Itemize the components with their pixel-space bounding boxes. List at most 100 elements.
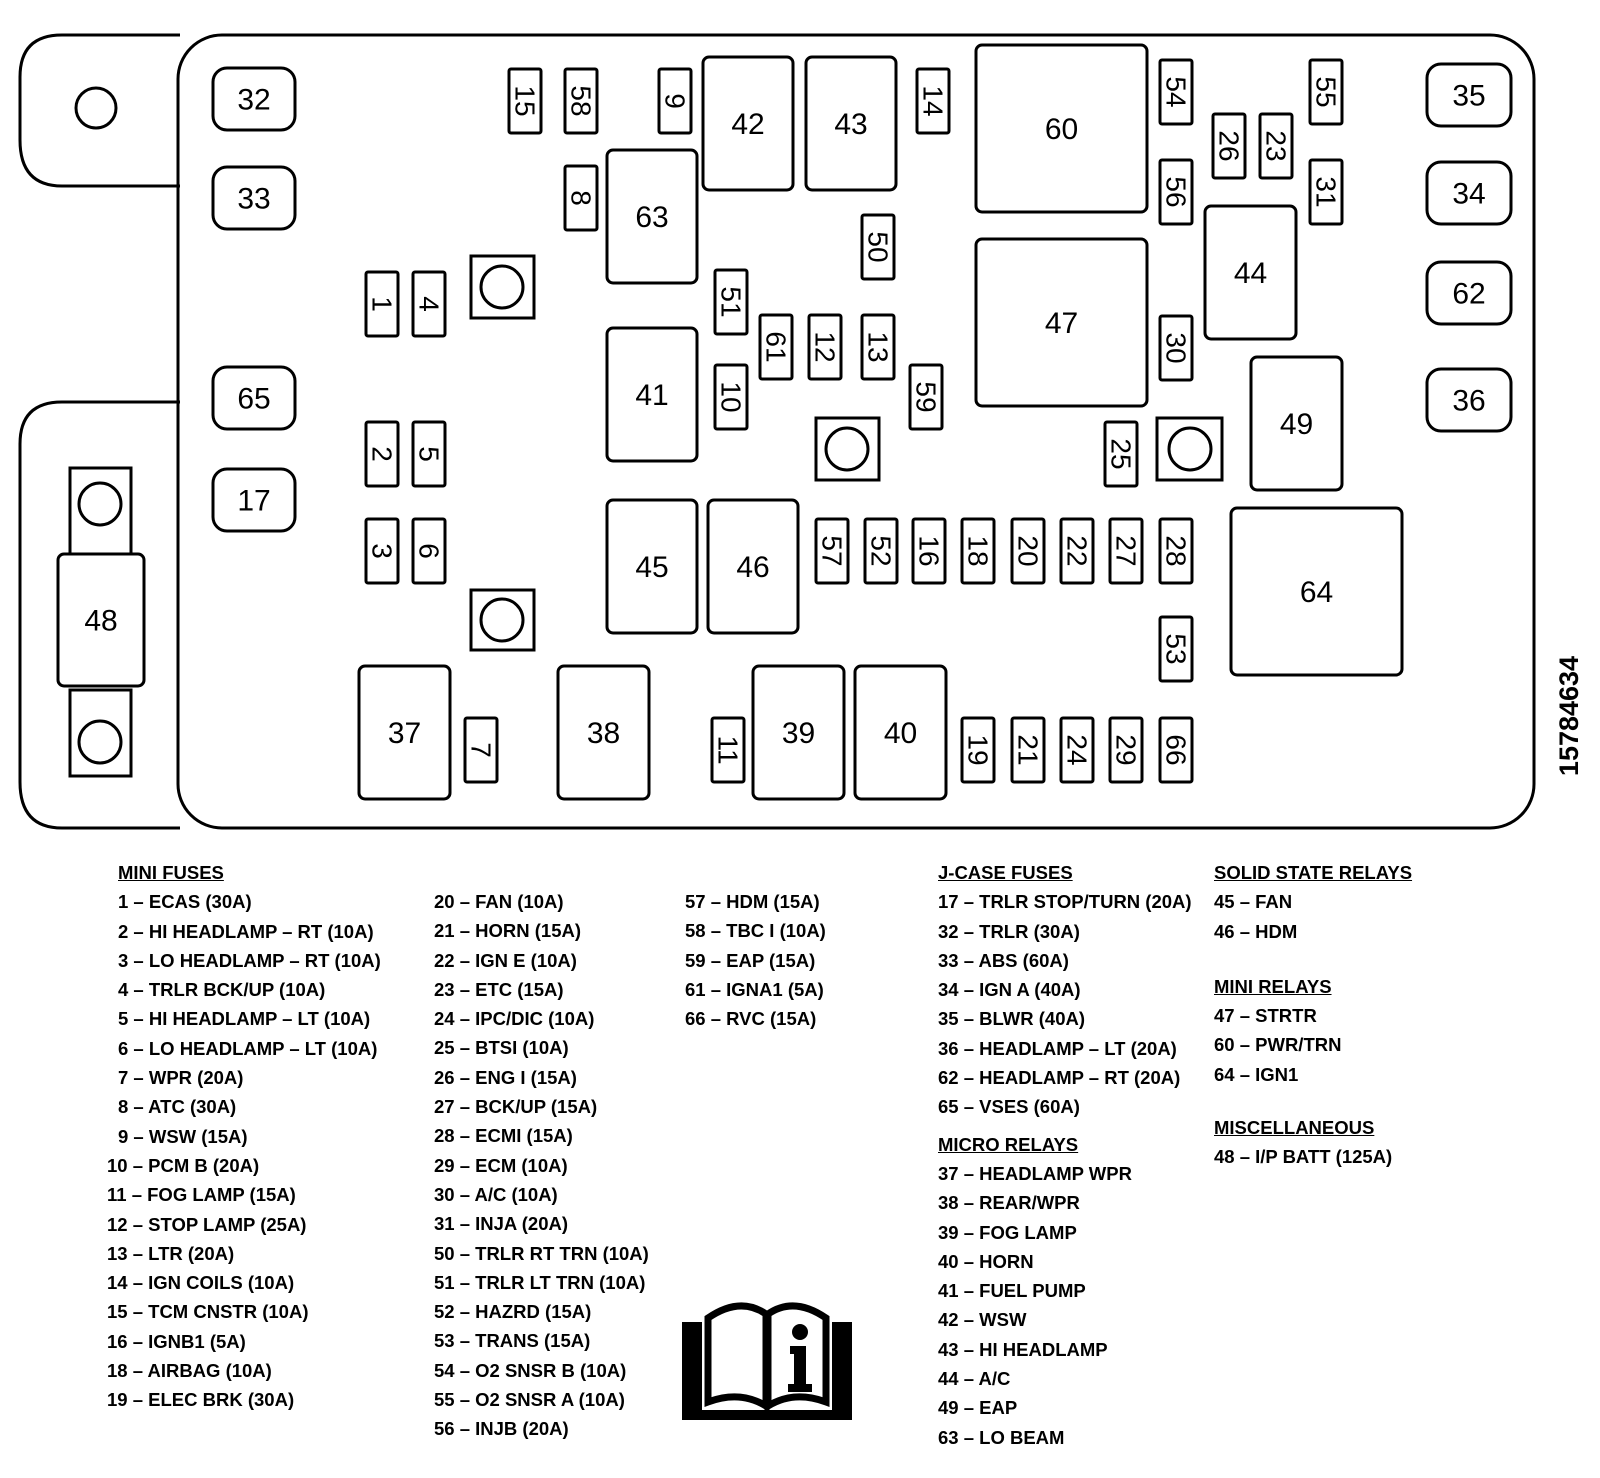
mini-fuse-59: 59 bbox=[908, 363, 944, 431]
bracket-top bbox=[18, 33, 180, 188]
slot-label: 52 bbox=[866, 535, 897, 566]
legend-entry: 16 – IGNB1 (5A) bbox=[107, 1330, 246, 1352]
legend-entry: 37 – HEADLAMP WPR bbox=[938, 1162, 1132, 1184]
slot-label: 23 bbox=[1261, 130, 1292, 161]
slot-label: 42 bbox=[731, 108, 764, 141]
slot-label: 21 bbox=[1013, 734, 1044, 765]
legend-entry: 1 – ECAS (30A) bbox=[118, 891, 252, 913]
mini-fuse-31: 31 bbox=[1308, 158, 1344, 226]
slot-label: 33 bbox=[237, 183, 270, 216]
relay-41: 41 bbox=[605, 326, 699, 463]
mini-fuse-53: 53 bbox=[1158, 615, 1194, 683]
slot-label: 56 bbox=[1161, 176, 1192, 207]
slot-label: 48 bbox=[84, 605, 117, 638]
jcase-fuse-62: 62 bbox=[1425, 260, 1513, 326]
relay-37: 37 bbox=[357, 664, 452, 801]
mini-fuses-title: MINI FUSES bbox=[118, 862, 224, 883]
legend-entry: 55 – O2 SNSR A (10A) bbox=[434, 1389, 625, 1411]
legend-entry: 40 – HORN bbox=[938, 1250, 1034, 1272]
mini-fuse-15: 15 bbox=[507, 67, 543, 135]
legend-entry: 32 – TRLR (30A) bbox=[938, 920, 1080, 942]
legend-entry: 21 – HORN (15A) bbox=[434, 920, 582, 942]
mini-fuse-11: 11 bbox=[710, 716, 746, 784]
slot-label: 17 bbox=[237, 485, 270, 518]
slot-label: 40 bbox=[884, 717, 917, 750]
legend-entry: 47 – STRTR bbox=[1214, 1005, 1317, 1027]
legend-entry: 11 – FOG LAMP (15A) bbox=[107, 1184, 296, 1206]
legend-entry: 51 – TRLR LT TRN (10A) bbox=[434, 1271, 646, 1293]
mini-fuse-12: 12 bbox=[807, 313, 843, 381]
legend-entry: 43 – HI HEADLAMP bbox=[938, 1338, 1108, 1360]
legend-entry: 48 – I/P BATT (125A) bbox=[1214, 1146, 1393, 1168]
legend-entry: 66 – RVC (15A) bbox=[685, 1008, 817, 1030]
legend-entry: 52 – HAZRD (15A) bbox=[434, 1301, 592, 1323]
slot-label: 38 bbox=[587, 717, 620, 750]
mini-fuse-18: 18 bbox=[960, 517, 996, 585]
slot-label: 54 bbox=[1161, 76, 1192, 107]
slot-label: 57 bbox=[817, 535, 848, 566]
slot-label: 19 bbox=[963, 734, 994, 765]
mini-fuse-21: 21 bbox=[1010, 716, 1046, 784]
relay-49: 49 bbox=[1249, 355, 1344, 492]
miscellaneous-list: 48 – I/P BATT (125A) bbox=[1214, 1142, 1412, 1171]
slot-label: 27 bbox=[1111, 535, 1142, 566]
legend-entry: 35 – BLWR (40A) bbox=[938, 1008, 1086, 1030]
mini-fuse-61: 61 bbox=[758, 313, 794, 381]
mini-fuse-66: 66 bbox=[1158, 716, 1194, 784]
legend-entry: 34 – IGN A (40A) bbox=[938, 979, 1081, 1001]
slot-label: 22 bbox=[1062, 535, 1093, 566]
slot-label: 3 bbox=[367, 543, 398, 559]
slot-label: 61 bbox=[761, 331, 792, 362]
mini-fuse-27: 27 bbox=[1108, 517, 1144, 585]
slot-label: 26 bbox=[1214, 130, 1245, 161]
legend-entry: 44 – A/C bbox=[938, 1368, 1011, 1390]
slot-label: 62 bbox=[1452, 278, 1485, 311]
slot-label: 50 bbox=[863, 231, 894, 262]
legend-entry: 27 – BCK/UP (15A) bbox=[434, 1096, 598, 1118]
legend-entry: 62 – HEADLAMP – RT (20A) bbox=[938, 1067, 1181, 1089]
mini-fuse-52: 52 bbox=[863, 517, 899, 585]
legend-mini-fuses-col3: 57 – HDM (15A)58 – TBC I (10A)59 – EAP (… bbox=[685, 887, 826, 1033]
legend-entry: 22 – IGN E (10A) bbox=[434, 949, 577, 971]
jcase-fuse-34: 34 bbox=[1425, 160, 1513, 226]
legend-entry: 12 – STOP LAMP (25A) bbox=[107, 1213, 307, 1235]
jcase-fuse-65: 65 bbox=[211, 365, 297, 431]
slot-label: 31 bbox=[1311, 176, 1342, 207]
legend-entry: 42 – WSW bbox=[938, 1309, 1027, 1331]
jcase-fuse-36: 36 bbox=[1425, 367, 1513, 433]
jcase-fuse-33: 33 bbox=[211, 165, 297, 231]
relay-39: 39 bbox=[751, 664, 846, 801]
legend-entry: 53 – TRANS (15A) bbox=[434, 1330, 591, 1352]
legend-entry: 65 – VSES (60A) bbox=[938, 1096, 1080, 1118]
mini-fuse-58: 58 bbox=[563, 67, 599, 135]
slot-label: 32 bbox=[237, 84, 270, 117]
slot-label: 44 bbox=[1234, 257, 1267, 290]
legend-entry: 56 – INJB (20A) bbox=[434, 1418, 569, 1440]
legend-entry: 46 – HDM bbox=[1214, 920, 1298, 942]
slot-label: 24 bbox=[1062, 734, 1093, 765]
jcase-fuse-35: 35 bbox=[1425, 62, 1513, 128]
mini-fuses-list-2: 20 – FAN (10A)21 – HORN (15A)22 – IGN E … bbox=[434, 887, 649, 1444]
slot-label: 9 bbox=[660, 93, 691, 109]
battery-fuse-terminal bbox=[68, 688, 133, 778]
slot-label: 64 bbox=[1300, 576, 1333, 609]
slot-label: 55 bbox=[1311, 76, 1342, 107]
mini-fuse-50: 50 bbox=[860, 213, 896, 281]
legend-jcase-micro: J-CASE FUSES 17 – TRLR STOP/TURN (20A)32… bbox=[938, 858, 1192, 1452]
slot-label: 34 bbox=[1452, 178, 1485, 211]
mounting-hole-icon bbox=[814, 416, 881, 482]
slot-label: 5 bbox=[414, 446, 445, 462]
legend-entry: 39 – FOG LAMP bbox=[938, 1221, 1077, 1243]
mini-fuse-24: 24 bbox=[1059, 716, 1095, 784]
mini-fuse-51: 51 bbox=[713, 268, 749, 336]
legend-entry: 33 – ABS (60A) bbox=[938, 949, 1069, 971]
slot-label: 12 bbox=[810, 331, 841, 362]
legend-entry: 17 – TRLR STOP/TURN (20A) bbox=[938, 891, 1192, 913]
legend-entry: 4 – TRLR BCK/UP (10A) bbox=[118, 979, 326, 1001]
mini-fuse-13: 13 bbox=[860, 313, 896, 381]
legend-entry: 57 – HDM (15A) bbox=[685, 891, 820, 912]
jcase-fuse-17: 17 bbox=[211, 467, 297, 533]
figure-id: 15784634 bbox=[1554, 656, 1584, 776]
legend-entry: 59 – EAP (15A) bbox=[685, 949, 816, 971]
jcase-fuse-32: 32 bbox=[211, 66, 297, 132]
